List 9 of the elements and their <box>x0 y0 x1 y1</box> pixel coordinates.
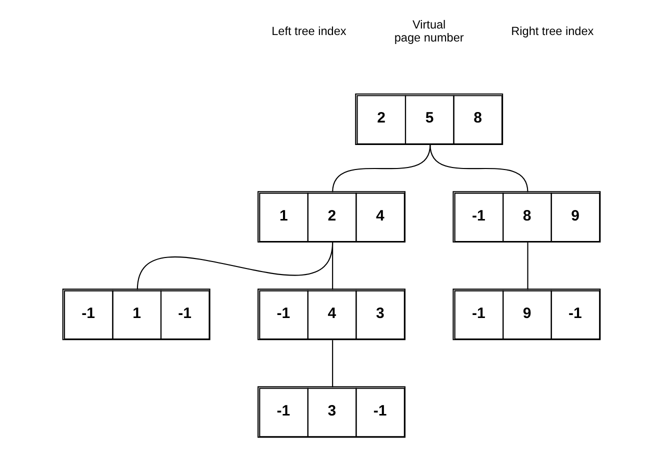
label: Right tree index <box>510 24 594 38</box>
label: Virtual page number <box>394 18 464 44</box>
connector <box>136 242 333 290</box>
connector <box>526 242 528 290</box>
connector <box>332 144 430 192</box>
connector <box>332 242 333 290</box>
label: Left tree index <box>271 24 346 38</box>
connector <box>429 144 528 192</box>
connector <box>332 340 333 388</box>
